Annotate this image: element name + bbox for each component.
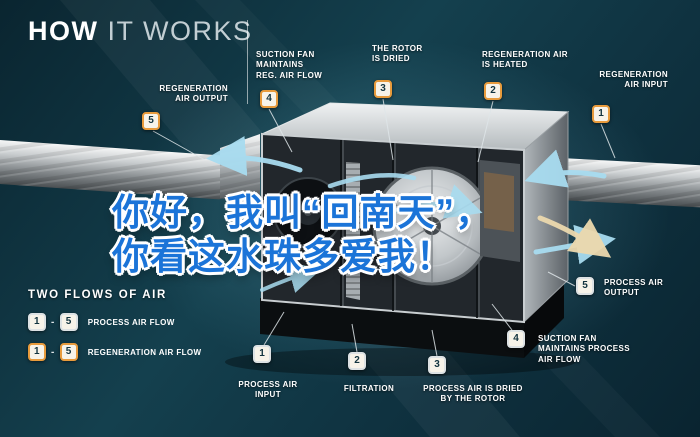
title-light: IT WORKS: [107, 16, 253, 46]
callout-badge-3-process: 3: [428, 356, 446, 374]
legend-label-process: PROCESS AIR FLOW: [87, 317, 175, 327]
callout-badge-5-process: 5: [576, 277, 594, 295]
title-divider-line: [247, 20, 248, 104]
page-title: HOW IT WORKS: [28, 16, 253, 47]
callout-label-regeneration-air-output: REGENERATION AIR OUTPUT: [159, 84, 228, 104]
callout-badge-2-regeneration: 2: [484, 82, 502, 100]
suction-fan: [273, 177, 343, 247]
callout-badge-1-process: 1: [253, 345, 271, 363]
legend-row-process: 1-5 PROCESS AIR FLOW: [28, 313, 201, 331]
callout-label-filtration: FILTRATION: [343, 384, 395, 393]
legend-dash: -: [51, 316, 55, 328]
callout-badge-5-regeneration: 5: [142, 112, 160, 130]
airflow-arrows: [206, 136, 616, 293]
overlay-text-line1: 你好，我叫“回南天”，: [112, 192, 493, 233]
callout-label-regeneration-air-input: REGENERATION AIR INPUT: [599, 70, 668, 90]
legend-row-regeneration: 1-5 REGENERATION AIR FLOW: [28, 343, 201, 361]
duct-left: [0, 138, 227, 200]
callout-label-process-air-output: PROCESS AIR OUTPUT: [604, 278, 664, 298]
legend-badge-regeneration-end: 5: [59, 343, 78, 361]
callout-badge-4-regeneration: 4: [260, 90, 278, 108]
heater-section: [480, 160, 520, 262]
duct-right: [549, 157, 700, 208]
callout-label-regeneration-air-heated: REGENERATION AIR IS HEATED: [482, 50, 568, 70]
callout-label-suction-fan-reg: SUCTION FAN MAINTAINS REG. AIR FLOW: [256, 50, 323, 80]
callout-label-rotor-dried: THE ROTOR IS DRIED: [372, 44, 423, 64]
callout-badge-4-process: 4: [507, 330, 525, 348]
legend-badge-process-start: 1: [28, 313, 46, 331]
callout-lines: [152, 98, 616, 357]
title-bold: HOW: [28, 16, 99, 46]
callout-badge-2-process: 2: [348, 352, 366, 370]
filter-panel: [346, 162, 360, 300]
legend-dash: -: [51, 346, 55, 358]
callout-label-process-air-dried: PROCESS AIR IS DRIED BY THE ROTOR: [423, 384, 523, 404]
dehumidifier-unit: [225, 102, 575, 376]
overlay-text-line2: 你看这水珠多爱我！: [112, 236, 454, 277]
legend-label-regeneration: REGENERATION AIR FLOW: [87, 347, 202, 357]
legend-badge-regeneration-start: 1: [28, 343, 46, 361]
callout-label-process-air-input: PROCESS AIR INPUT: [238, 380, 298, 400]
callout-badge-3-regeneration: 3: [374, 80, 392, 98]
legend-heading: TWO FLOWS OF AIR: [28, 289, 167, 301]
callout-label-suction-fan-process: SUCTION FAN MAINTAINS PROCESS AIR FLOW: [538, 334, 630, 364]
legend-badge-process-end: 5: [59, 313, 78, 331]
callout-badge-1-regeneration: 1: [592, 105, 610, 123]
